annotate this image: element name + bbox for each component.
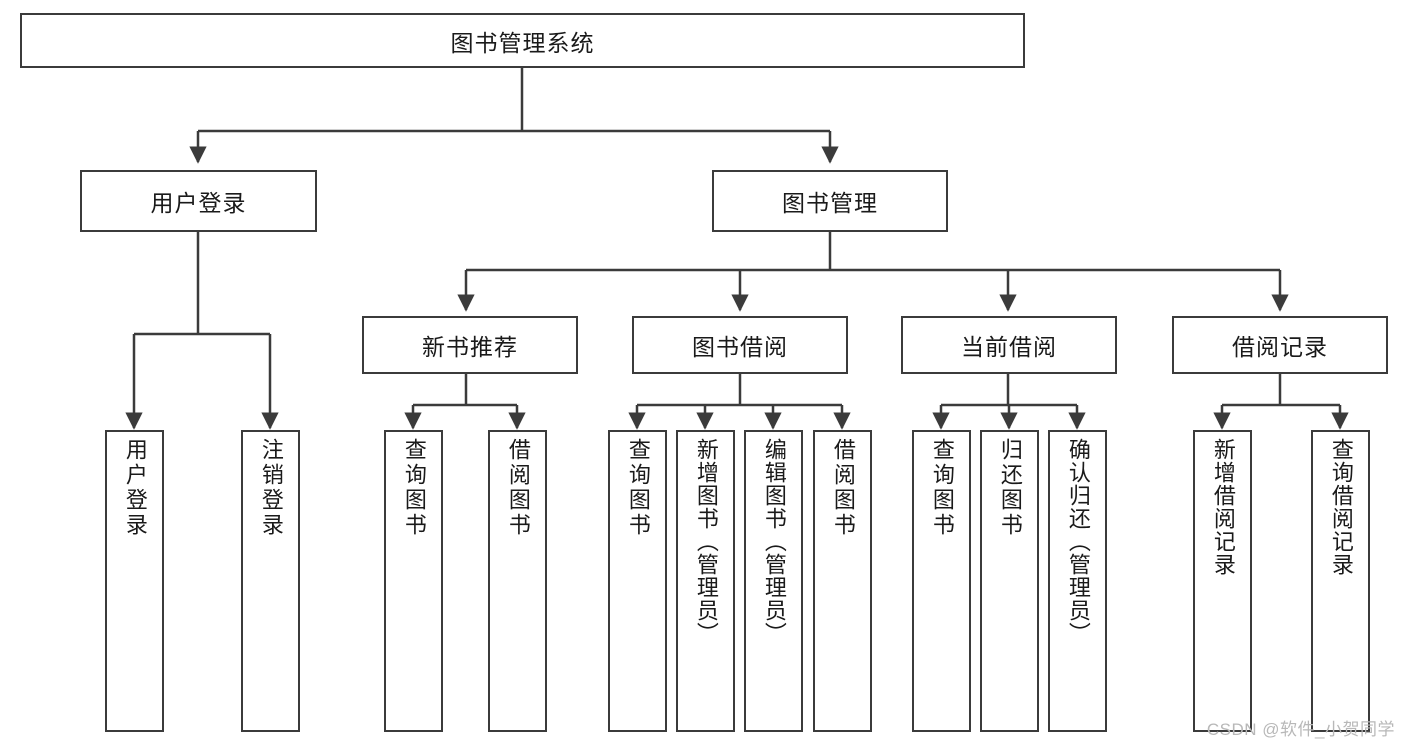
node-book-management[interactable]: 图书管理 bbox=[712, 170, 948, 232]
node-label: 查询图书 bbox=[625, 438, 651, 538]
node-leaf-query-book-2[interactable]: 查询图书 bbox=[608, 430, 667, 732]
node-label: 借阅图书 bbox=[505, 438, 531, 538]
node-leaf-return-book[interactable]: 归还图书 bbox=[980, 430, 1039, 732]
node-new-book-recommend[interactable]: 新书推荐 bbox=[362, 316, 578, 374]
node-leaf-logout-login[interactable]: 注销登录 bbox=[241, 430, 300, 732]
node-leaf-query-book-1[interactable]: 查询图书 bbox=[384, 430, 443, 732]
node-leaf-add-record[interactable]: 新增借阅记录 bbox=[1193, 430, 1252, 732]
node-book-borrow[interactable]: 图书借阅 bbox=[632, 316, 848, 374]
node-borrow-record[interactable]: 借阅记录 bbox=[1172, 316, 1388, 374]
node-user-login[interactable]: 用户登录 bbox=[80, 170, 317, 232]
node-label: 图书借阅 bbox=[692, 334, 788, 360]
node-leaf-borrow-book-1[interactable]: 借阅图书 bbox=[488, 430, 547, 732]
node-label: 新增图书（管理员） bbox=[693, 438, 719, 645]
node-leaf-edit-book[interactable]: 编辑图书（管理员） bbox=[744, 430, 803, 732]
node-leaf-add-book[interactable]: 新增图书（管理员） bbox=[676, 430, 735, 732]
node-current-borrow[interactable]: 当前借阅 bbox=[901, 316, 1117, 374]
node-label: 查询图书 bbox=[401, 438, 427, 538]
node-book-management-system[interactable]: 图书管理系统 bbox=[20, 13, 1025, 68]
node-label: 图书管理系统 bbox=[450, 29, 595, 56]
node-label: 新书推荐 bbox=[422, 334, 518, 360]
node-label: 用户登录 bbox=[150, 190, 247, 216]
node-label: 当前借阅 bbox=[961, 334, 1057, 360]
node-label: 编辑图书（管理员） bbox=[761, 438, 787, 645]
node-label: 查询图书 bbox=[929, 438, 955, 538]
node-leaf-query-record[interactable]: 查询借阅记录 bbox=[1311, 430, 1370, 732]
node-label: 借阅记录 bbox=[1232, 334, 1328, 360]
node-label: 借阅图书 bbox=[830, 438, 856, 538]
node-label: 图书管理 bbox=[782, 190, 878, 216]
node-leaf-borrow-book-2[interactable]: 借阅图书 bbox=[813, 430, 872, 732]
node-label: 查询借阅记录 bbox=[1328, 438, 1354, 576]
node-label: 确认归还（管理员） bbox=[1065, 438, 1091, 645]
node-leaf-confirm-return[interactable]: 确认归还（管理员） bbox=[1048, 430, 1107, 732]
node-label: 新增借阅记录 bbox=[1210, 438, 1236, 576]
node-leaf-user-login[interactable]: 用户登录 bbox=[105, 430, 164, 732]
node-label: 注销登录 bbox=[258, 438, 284, 538]
node-label: 归还图书 bbox=[997, 438, 1023, 538]
node-leaf-query-book-3[interactable]: 查询图书 bbox=[912, 430, 971, 732]
node-label: 用户登录 bbox=[122, 438, 148, 538]
